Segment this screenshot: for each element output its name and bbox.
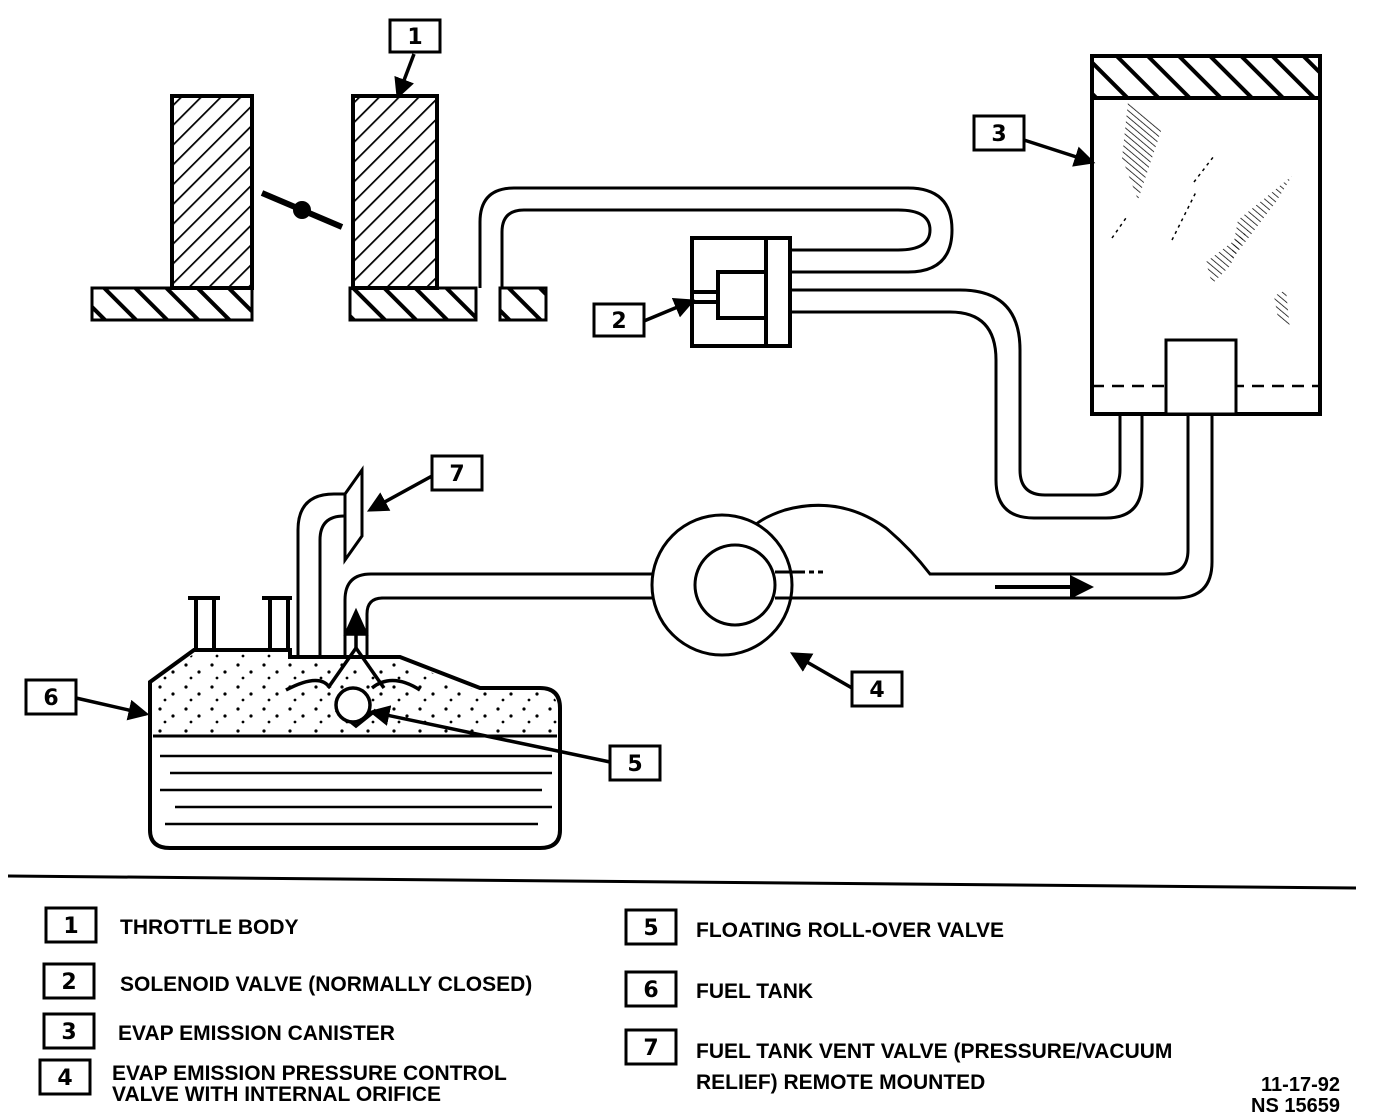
leader-arrows (75, 53, 1096, 764)
svg-text:2: 2 (611, 309, 626, 334)
legend-item-6: 6 FUEL TANK (624, 970, 813, 1008)
evap-canister (1090, 54, 1322, 416)
legend-item-5: 5 FLOATING ROLL-OVER VALVE (624, 908, 1004, 946)
svg-text:THROTTLE BODY: THROTTLE BODY (120, 916, 299, 939)
legend-item-3: 3 EVAP EMISSION CANISTER (42, 1012, 395, 1050)
vent-valve (343, 465, 364, 565)
callout-6: 6 (24, 678, 78, 716)
throttle-body (90, 94, 548, 322)
svg-text:5: 5 (627, 752, 642, 777)
svg-text:3: 3 (991, 122, 1006, 147)
svg-text:1: 1 (63, 914, 78, 939)
legend-item-2: 2 SOLENOID VALVE (NORMALLY CLOSED) (42, 962, 532, 1000)
legend-item-7: 7 FUEL TANK VENT VALVE (PRESSURE/VACUUM … (624, 1028, 1172, 1094)
legend-item-1: 1 THROTTLE BODY (44, 906, 299, 944)
svg-text:1: 1 (407, 25, 422, 50)
svg-text:3: 3 (61, 1020, 76, 1045)
callout-4: 4 (850, 670, 904, 708)
legend-item-4: 4 EVAP EMISSION PRESSURE CONTROL VALVE W… (38, 1058, 507, 1106)
callout-5: 5 (608, 744, 662, 782)
svg-text:7: 7 (643, 1036, 658, 1061)
svg-text:6: 6 (643, 978, 658, 1003)
legend-divider (7, 874, 1357, 890)
svg-text:SOLENOID VALVE (NORMALLY CLOSE: SOLENOID VALVE (NORMALLY CLOSED) (120, 973, 532, 996)
vapor-lines (296, 186, 1214, 655)
throttle-shaft (293, 201, 311, 219)
svg-text:4: 4 (869, 678, 884, 703)
rollover-valve (285, 607, 421, 729)
pressure-control-valve (650, 513, 826, 657)
svg-text:VALVE WITH INTERNAL ORIFICE: VALVE WITH INTERNAL ORIFICE (112, 1083, 441, 1106)
legend: 1 THROTTLE BODY 2 SOLENOID VALVE (NORMAL… (38, 906, 1172, 1106)
drawing-reference: 11-17-92 NS 15659 (1251, 1074, 1340, 1117)
callout-2: 2 (592, 302, 646, 338)
svg-text:4: 4 (57, 1066, 72, 1091)
callout-7: 7 (430, 454, 484, 492)
solenoid-valve (690, 236, 792, 348)
svg-text:7: 7 (449, 462, 464, 487)
svg-text:FLOATING ROLL-OVER VALVE: FLOATING ROLL-OVER VALVE (696, 919, 1004, 942)
callout-1: 1 (388, 18, 442, 54)
svg-text:EVAP EMISSION PRESSURE CONTROL: EVAP EMISSION PRESSURE CONTROL (112, 1062, 507, 1085)
svg-text:2: 2 (61, 970, 76, 995)
drawing-date: 11-17-92 (1261, 1074, 1340, 1096)
svg-text:RELIEF) REMOTE MOUNTED: RELIEF) REMOTE MOUNTED (696, 1071, 985, 1094)
svg-text:FUEL TANK: FUEL TANK (696, 980, 813, 1003)
drawing-code: NS 15659 (1251, 1095, 1340, 1117)
svg-text:5: 5 (643, 916, 658, 941)
svg-text:EVAP EMISSION CANISTER: EVAP EMISSION CANISTER (118, 1022, 395, 1045)
svg-text:6: 6 (43, 686, 58, 711)
svg-text:FUEL TANK VENT VALVE (PRESSURE: FUEL TANK VENT VALVE (PRESSURE/VACUUM (696, 1040, 1172, 1063)
callout-3: 3 (972, 114, 1026, 152)
